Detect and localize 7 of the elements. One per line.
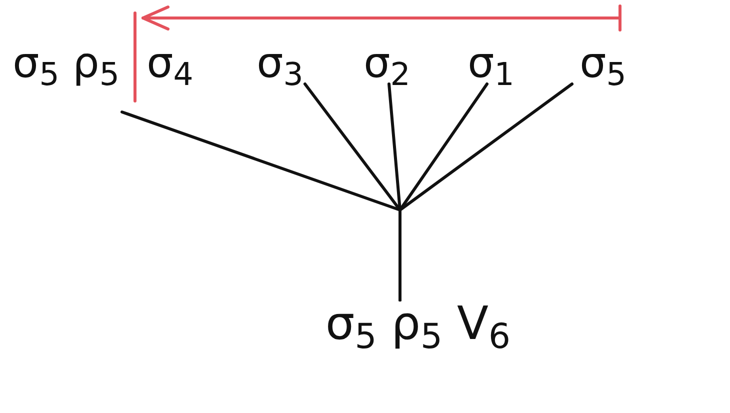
math-label: σ$_{1}$ bbox=[466, 42, 516, 84]
math-label: σ$_{3}$ bbox=[254, 42, 306, 84]
math-label: σ$_{2}$ bbox=[362, 42, 412, 84]
math-label: σ$_{5}$ bbox=[578, 42, 628, 84]
connector-line bbox=[398, 82, 574, 302]
math-label: σ$_{5}$ ρ$_{5}$ bbox=[10, 42, 122, 112]
math-label: σ$_{4}$ bbox=[144, 42, 196, 84]
